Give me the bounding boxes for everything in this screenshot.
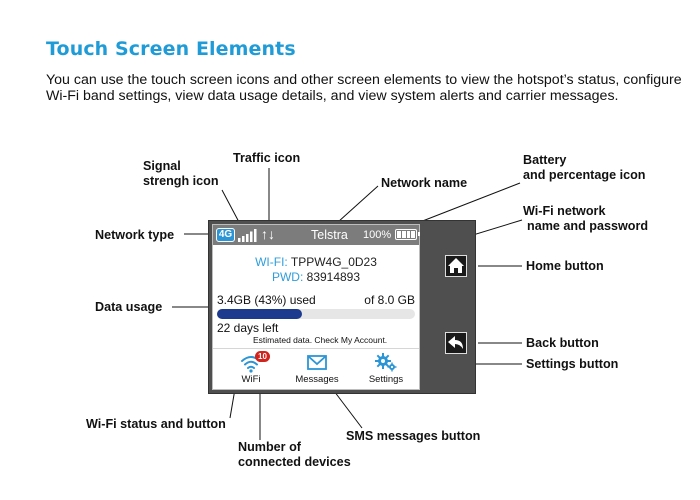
wifi-button-label: WiFi <box>241 374 261 385</box>
days-left: 22 days left <box>217 321 279 335</box>
estimate-note: Estimated data. Check My Account. <box>253 335 388 345</box>
hotspot-device: 4G ↑↓ Telstra 100% WI-FI: TPPW4G_0D23 PW… <box>208 220 476 394</box>
callout-traffic: Traffic icon <box>233 151 301 165</box>
callout-data-usage: Data usage <box>95 300 163 314</box>
data-used: 3.4GB (43%) used <box>217 293 316 307</box>
home-icon <box>448 258 464 273</box>
battery-icon <box>395 229 420 240</box>
callout-sms-button: SMS messages button <box>346 429 481 443</box>
network-name-leader <box>337 185 379 223</box>
data-total: of 8.0 GB <box>364 293 415 307</box>
messages-button[interactable]: Messages <box>287 351 347 389</box>
network-type-badge: 4G <box>216 228 235 242</box>
traffic-icon: ↑↓ <box>261 226 275 242</box>
callout-wifi-status: Wi-Fi status and button <box>86 417 226 431</box>
settings-button[interactable]: Settings <box>356 351 416 389</box>
wifi-button[interactable]: 10 WiFi <box>221 351 281 389</box>
status-bar: 4G ↑↓ Telstra 100% <box>213 225 420 245</box>
signal-leader <box>221 189 241 225</box>
wifi-password-value: 83914893 <box>306 270 361 284</box>
battery-leader <box>419 182 521 223</box>
messages-button-label: Messages <box>295 374 339 385</box>
screen-divider <box>213 348 419 349</box>
gear-icon <box>375 353 397 372</box>
back-arrow-icon <box>448 336 463 349</box>
wifi-name-label: WI-FI: <box>255 255 288 269</box>
callout-home-button: Home button <box>526 259 604 273</box>
wifi-name-row: WI-FI: TPPW4G_0D23 <box>213 255 419 269</box>
signal-strength-icon <box>238 229 257 242</box>
data-usage-fill <box>217 309 303 319</box>
settings-button-label: Settings <box>368 374 404 385</box>
callout-battery: Battery and percentage icon <box>523 153 646 182</box>
back-button[interactable] <box>445 332 467 354</box>
wifi-password-label: PWD: <box>271 270 304 284</box>
network-name: Telstra <box>311 228 348 242</box>
wifi-password-row: PWD: 83914893 <box>213 270 419 284</box>
envelope-icon <box>307 355 327 370</box>
data-usage-bar <box>217 309 415 319</box>
callout-signal: Signal strengh icon <box>143 159 219 188</box>
callout-back-button: Back button <box>526 336 599 350</box>
battery-percentage: 100% <box>363 229 392 241</box>
connected-devices-badge: 10 <box>255 351 270 362</box>
page-title: Touch Screen Elements <box>46 38 296 60</box>
callout-settings-button: Settings button <box>526 357 619 371</box>
touch-screen: 4G ↑↓ Telstra 100% WI-FI: TPPW4G_0D23 PW… <box>212 224 420 390</box>
home-button[interactable] <box>445 255 467 277</box>
callout-connected-devices: Number of connected devices <box>238 440 351 469</box>
callout-network-name: Network name <box>381 176 468 190</box>
wifi-name-value: TPPW4G_0D23 <box>290 255 377 269</box>
intro-paragraph: You can use the touch screen icons and o… <box>46 72 682 104</box>
callout-network-type: Network type <box>95 228 175 242</box>
callout-wifi-network: Wi-Fi network name and password <box>523 204 649 233</box>
wifi-icon <box>241 356 261 373</box>
